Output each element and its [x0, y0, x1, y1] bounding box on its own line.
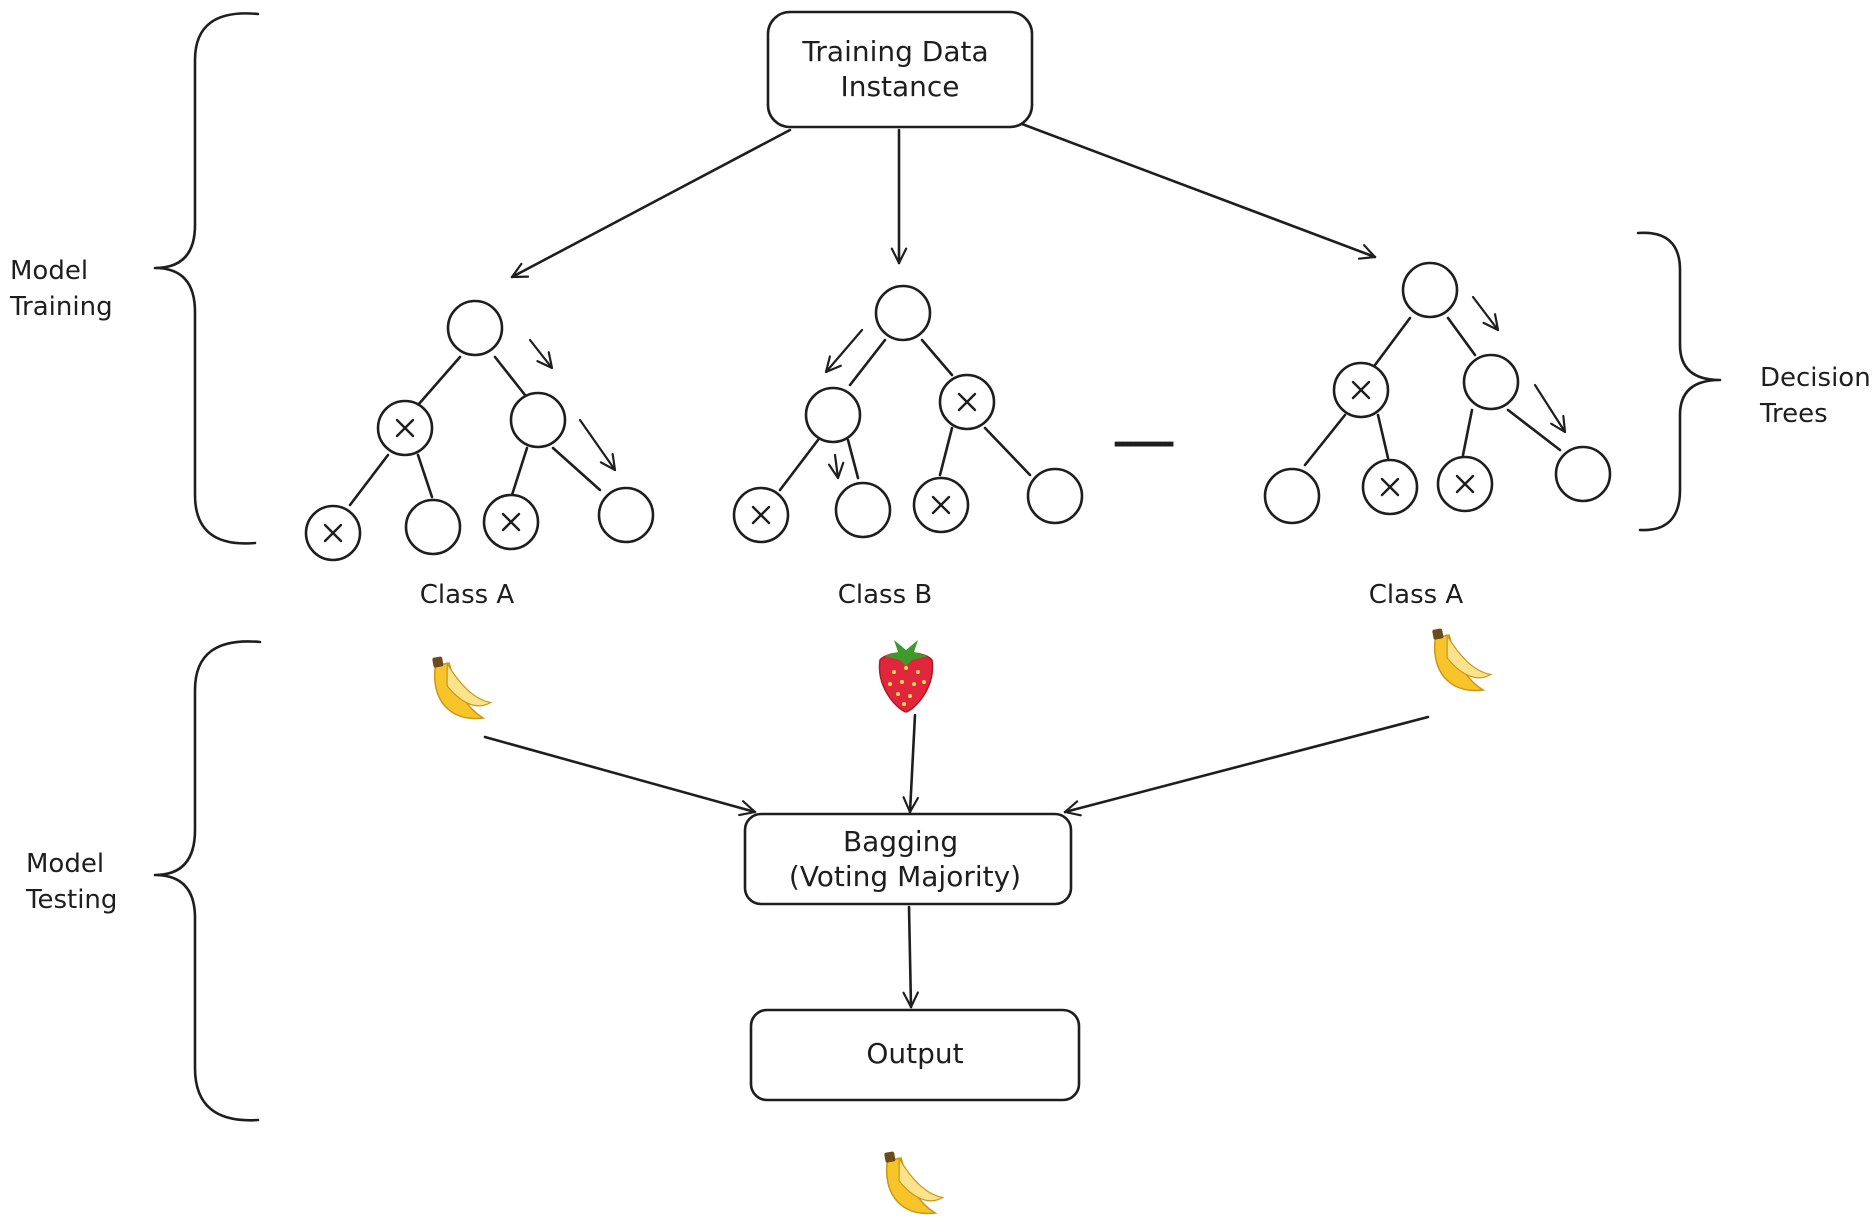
tree-node: [597, 486, 655, 544]
tree-node: [1263, 467, 1321, 525]
tree-node: [1462, 353, 1520, 411]
banana-icon: [1432, 628, 1493, 692]
arrow-to-tree-1: [510, 128, 792, 279]
tree-3-class-label: Class A: [1369, 580, 1464, 610]
vote-arrow-3: [1063, 715, 1430, 817]
strawberry-icon: [878, 640, 934, 713]
x-mark-icon: [1380, 477, 1400, 497]
svg-text:Bagging (Voting Majority: Bagging (Voting Majority): [789, 825, 1021, 893]
decision-trees-label: Decision Trees: [1759, 363, 1874, 429]
x-mark-icon: [957, 392, 977, 412]
arrow-to-output: [902, 905, 919, 1009]
output-box: Output: [749, 1008, 1081, 1102]
arrow-to-tree-3: [1020, 122, 1377, 260]
x-mark-icon: [931, 495, 951, 515]
tree-node: [1026, 467, 1084, 525]
banana-icon: [432, 656, 493, 720]
banana-icon: [884, 1151, 945, 1215]
svg-text:Output: Output: [866, 1037, 963, 1070]
model-training-label: Model Training: [9, 256, 113, 322]
bagging-box: Bagging (Voting Majority): [743, 812, 1073, 906]
model-testing-label: Model Testing: [25, 849, 117, 915]
x-mark-icon: [1351, 380, 1371, 400]
tree-node: [1554, 445, 1612, 503]
decision-tree-1: [304, 299, 655, 562]
tree-node: [446, 299, 504, 357]
x-mark-icon: [323, 523, 343, 543]
x-mark-icon: [501, 512, 521, 532]
tree-node: [509, 391, 567, 449]
tree-node: [834, 481, 892, 539]
decision-tree-2: [732, 284, 1084, 544]
svg-text:Training Data Instance: Training Data Instance: [801, 35, 997, 103]
more-trees-ellipsis: ···············: [1112, 430, 1174, 460]
tree-node: [804, 386, 862, 444]
tree-node: [1401, 261, 1459, 319]
tree-node: [404, 498, 462, 556]
x-mark-icon: [751, 505, 771, 525]
testing-brace: [153, 640, 262, 1122]
vote-arrow-2: [902, 713, 920, 814]
x-mark-icon: [395, 418, 415, 438]
training-brace: [153, 12, 260, 545]
x-mark-icon: [1455, 474, 1475, 494]
tree-2-class-label: Class B: [838, 580, 933, 610]
training-data-box: Training Data Instance: [766, 10, 1034, 129]
tree-1-class-label: Class A: [420, 580, 515, 610]
decision-tree-3: [1263, 261, 1612, 525]
trees-brace: [1636, 231, 1722, 532]
vote-arrow-1: [483, 735, 757, 817]
tree-node: [874, 284, 932, 342]
